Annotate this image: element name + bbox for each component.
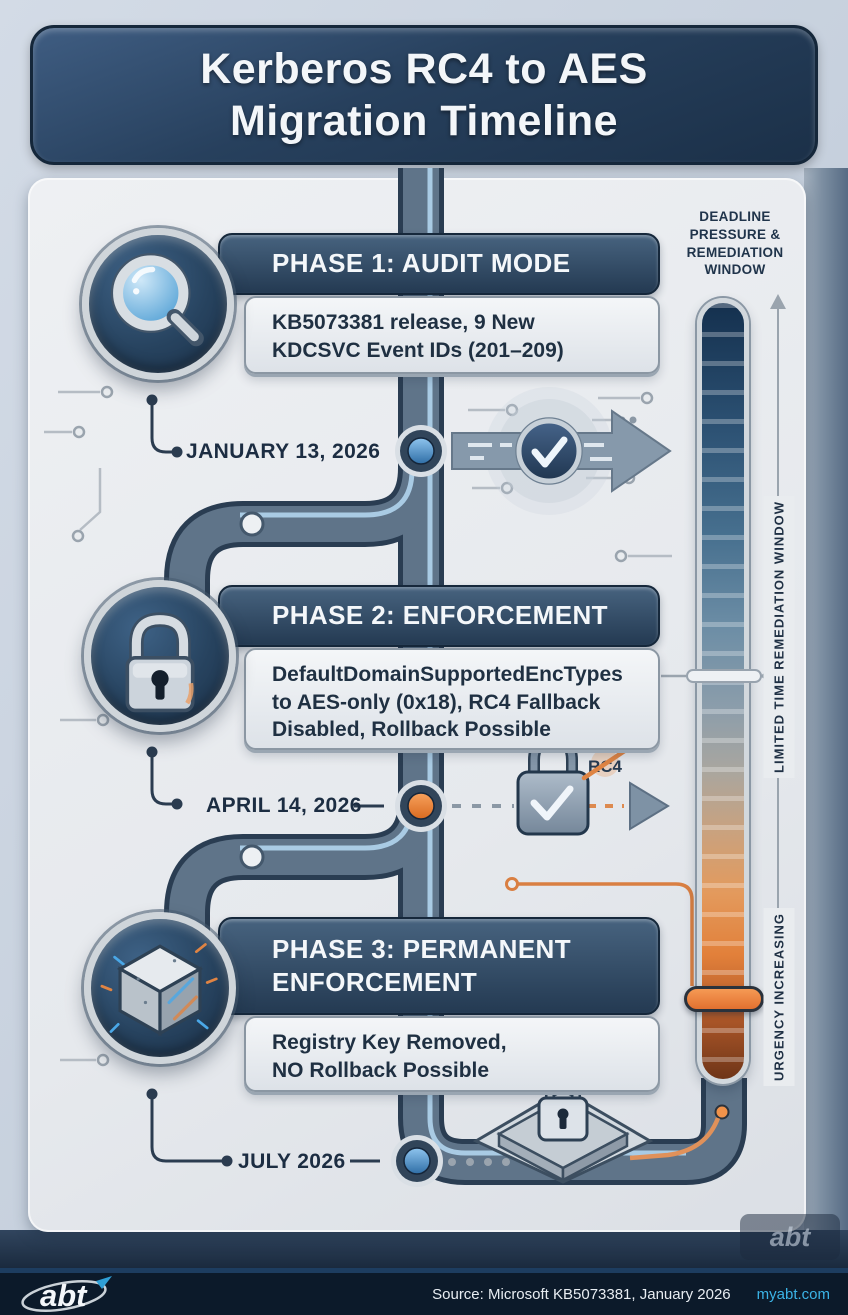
frame-right-band [804,168,848,1232]
phase3-title-bar: PHASE 3: PERMANENT ENFORCEMENT [218,917,660,1015]
padlock-icon [125,612,195,713]
phase2-body: DefaultDomainSupportedEncTypes to AES-on… [244,648,660,750]
cube-icon [100,943,218,1037]
header-panel: Kerberos RC4 to AES Migration Timeline [30,25,818,165]
phase3-body: Registry Key Removed, NO Rollback Possib… [244,1016,660,1092]
phase2-badge [84,580,236,732]
phase1-body: KB5073381 release, 9 New KDCSVC Event ID… [244,296,660,374]
source-text: Source: Microsoft KB5073381, January 202… [432,1285,731,1303]
phase1-badge [82,228,234,380]
gauge-lower-label: URGENCY INCREASING [763,907,795,1087]
gauge-header: DEADLINE PRESSURE & REMEDIATION WINDOW [686,209,784,278]
phase2-title: PHASE 2: ENFORCEMENT [272,600,608,631]
phase3-badge [84,912,236,1064]
magnifier-icon [110,253,204,347]
page-title: Kerberos RC4 to AES Migration Timeline [200,44,648,145]
abt-logo-text: abt [40,1278,88,1313]
phase2-date: APRIL 14, 2026 [206,794,362,817]
gauge-marker-orange [684,986,764,1012]
phase3-date: JULY 2026 [238,1150,346,1173]
watermark-logo: abt [769,1221,811,1252]
phase2-title-bar: PHASE 2: ENFORCEMENT [218,585,660,647]
phase1-title-bar: PHASE 1: AUDIT MODE [218,233,660,295]
gauge-arrow-up-icon [770,294,786,309]
gauge-marker-silver [686,669,762,683]
frame-bottom-band [0,1230,848,1268]
phase3-title: PHASE 3: PERMANENT ENFORCEMENT [272,933,572,997]
abt-logo: abt [21,1276,112,1313]
watermark-badge: abt [740,1214,840,1260]
urgency-gauge [697,298,749,1084]
phase1-title: PHASE 1: AUDIT MODE [272,248,571,279]
phase1-date: JANUARY 13, 2026 [186,440,381,463]
gauge-upper-label: LIMITED TIME REMEDIATION WINDOW [763,496,795,778]
abt-logo-arrow-icon [96,1276,112,1289]
footer-site-link[interactable]: myabt.com [756,1285,830,1303]
footer-bar: abt Source: Microsoft KB5073381, January… [0,1268,848,1315]
